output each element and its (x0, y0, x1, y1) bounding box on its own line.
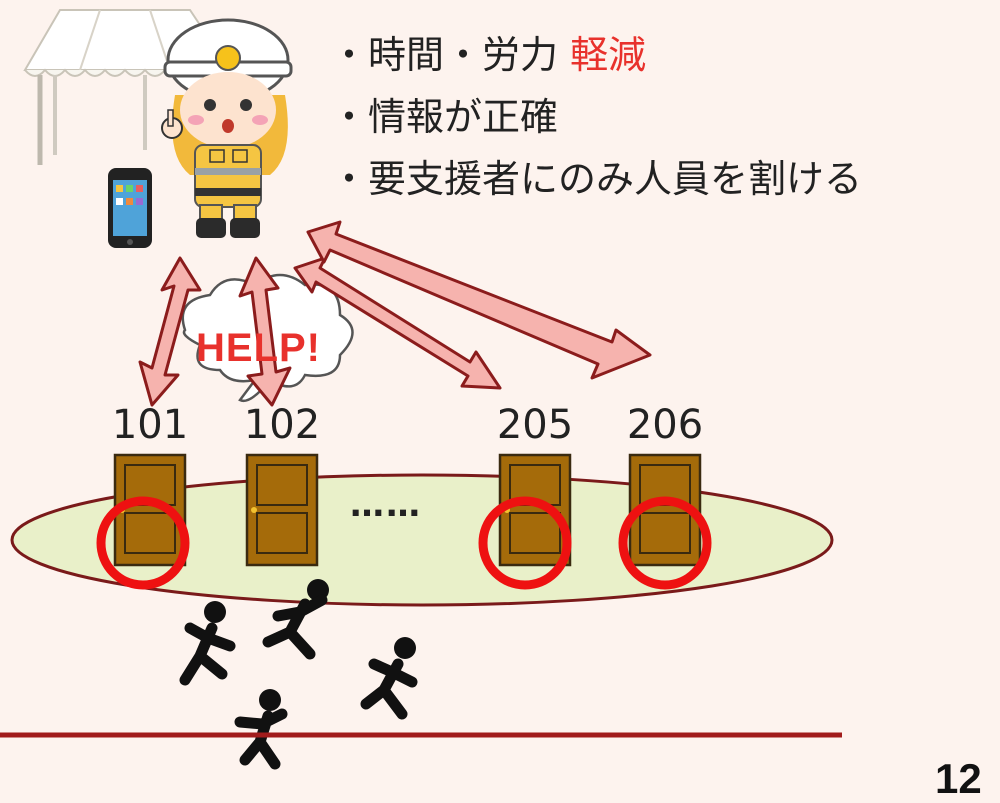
check-circle-101 (96, 496, 190, 590)
room-label-206: 206 (626, 402, 704, 448)
page-number: 12 (935, 755, 982, 802)
running-people-icon (179, 579, 418, 770)
check-circle-206 (618, 496, 712, 590)
floor-area (10, 473, 834, 607)
door-102 (245, 453, 319, 567)
benefit-staff-allocation: ・要支援者にのみ人員を割ける (330, 157, 863, 201)
benefit-time-labor: ・時間・労力 軽減 (330, 32, 646, 78)
smartphone-icon (108, 168, 152, 248)
arrow-to-205 (293, 256, 502, 390)
arrow-to-102 (238, 256, 292, 407)
room-label-205: 205 (496, 402, 574, 448)
arrow-to-101 (138, 256, 202, 407)
help-bubble-text: HELP! (196, 326, 321, 370)
diagram-scene (0, 9, 842, 770)
room-label-101: 101 (111, 402, 189, 448)
door-205 (498, 453, 572, 567)
room-label-102: 102 (243, 402, 321, 448)
firefighter-icon (161, 18, 293, 238)
ellipsis: …… (350, 485, 422, 525)
benefit-accurate-info: ・情報が正確 (330, 95, 559, 139)
check-circle-205 (478, 496, 572, 590)
benefit-time-labor-prefix: ・時間・労力 (330, 33, 571, 77)
benefit-time-labor-highlight: 軽減 (570, 33, 647, 77)
door-101 (113, 453, 187, 567)
arrow-to-206 (306, 220, 652, 380)
